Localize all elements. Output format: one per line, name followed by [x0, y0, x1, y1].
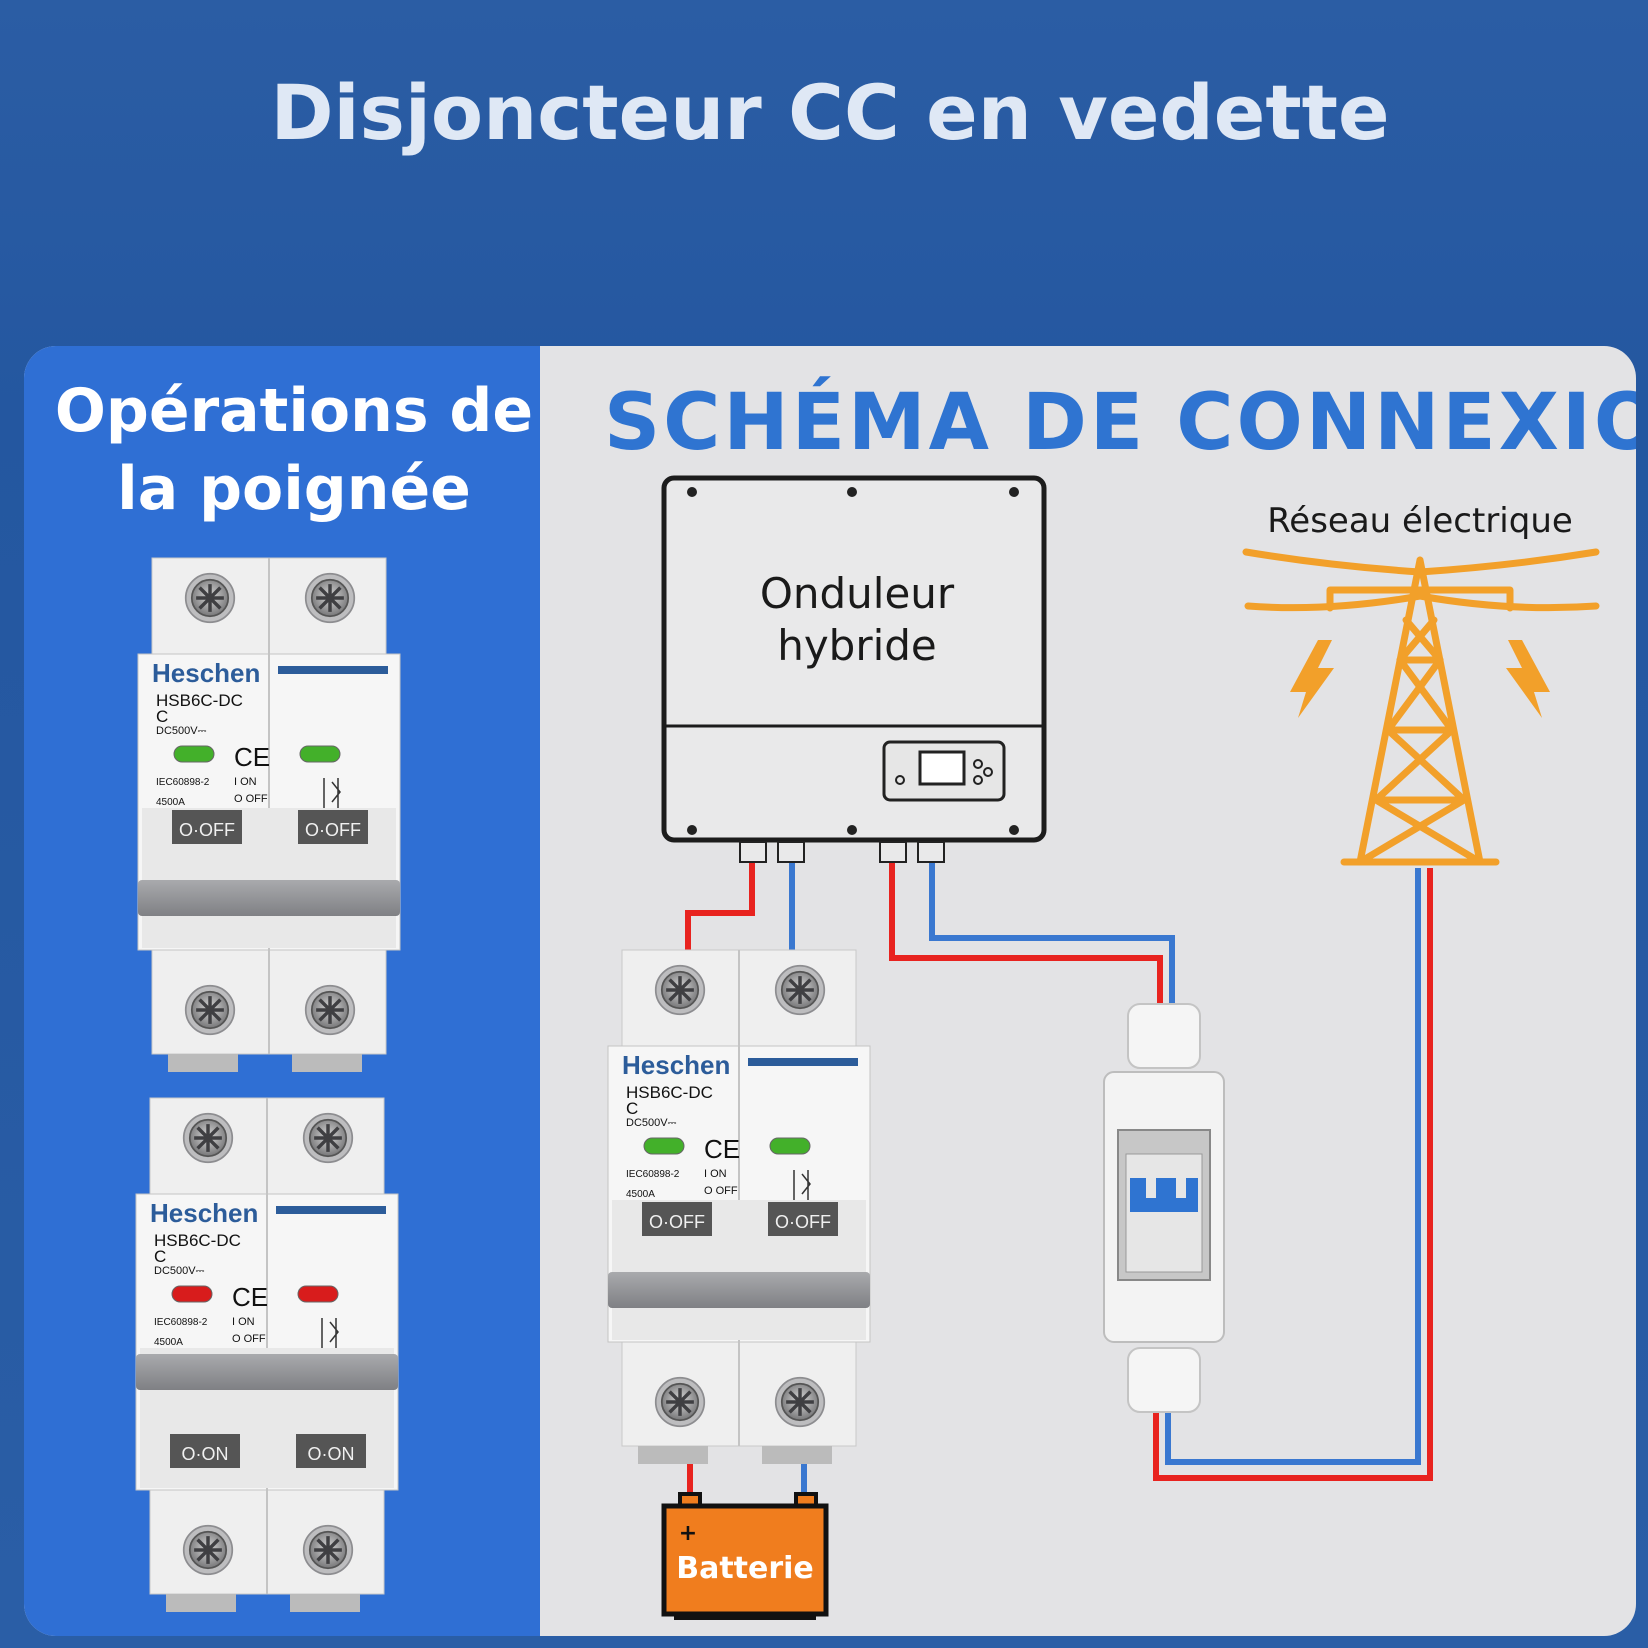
- battery-breaker-circuit-icon: [793, 1170, 811, 1202]
- grid-label: Réseau électrique: [1267, 501, 1573, 541]
- breaker-off-example-handle-right: [298, 810, 368, 844]
- battery-breaker-curve: C: [626, 1099, 638, 1118]
- terminal-screw-icon: [304, 984, 356, 1036]
- battery-breaker-positive-wire: [685, 860, 755, 958]
- breaker-on-example-capacity: 4500A: [154, 1337, 183, 1348]
- breaker-off-example-model: HSB6C-DC: [156, 691, 243, 710]
- breaker-on-example-stripe: [276, 1206, 386, 1214]
- battery-icon: [661, 1492, 829, 1620]
- lightning-icons: [1290, 640, 1550, 718]
- battery-breaker-standard: IEC60898-2: [626, 1169, 680, 1180]
- breaker-off-example-circuit-icon: [323, 778, 341, 810]
- battery-breaker-toggle-bar: [608, 1272, 870, 1308]
- breaker-off-example-brand: Heschen: [152, 658, 260, 688]
- battery-breaker-handle-right: [768, 1202, 838, 1236]
- breaker-on-example-circuit-icon: [321, 1318, 339, 1350]
- breaker-on-example-handle-label-right: O·ON: [308, 1444, 355, 1464]
- terminal-screw-icon: [654, 964, 706, 1016]
- inverter-cable-glands: [739, 841, 945, 863]
- terminal-screw-icon: [184, 984, 236, 1036]
- inverter-control-panel: [882, 740, 1006, 802]
- breaker-off-example-indicator-right: [299, 745, 341, 763]
- battery-breaker-handle-left: [642, 1202, 712, 1236]
- connection-diagram-title: SCHÉMA DE CONNEXION: [604, 378, 1636, 468]
- terminal-screw-icon: [774, 1376, 826, 1428]
- battery-breaker-handle-label-left: O·OFF: [649, 1212, 705, 1232]
- battery-breaker-indicator-left: [643, 1137, 685, 1155]
- breaker-on-example-handle-left: [170, 1434, 240, 1468]
- breaker-off-example-standard: IEC60898-2: [156, 777, 210, 788]
- breaker-on-example-indicator-right: [297, 1285, 339, 1303]
- breaker-off-example-voltage: DC500V⎓: [156, 725, 207, 737]
- power-tower-icon: [1242, 548, 1600, 866]
- breaker-off-example-indicator-left: [173, 745, 215, 763]
- wiring: [685, 860, 1433, 1500]
- breaker-on-example-curve: C: [154, 1247, 166, 1266]
- breaker-on-example-handle-right: [296, 1434, 366, 1468]
- terminal-screw-icon: [302, 1524, 354, 1576]
- breaker-off-example-handle-label-right: O·OFF: [305, 820, 361, 840]
- ac-breaker-positive-wire: [889, 860, 1163, 1010]
- breaker-off-example-stripe: [278, 666, 388, 674]
- terminal-screw-icon: [184, 572, 236, 624]
- battery-breaker-stripe: [748, 1058, 858, 1066]
- breaker-off-example-ce-mark: CE: [234, 742, 270, 772]
- breaker-off-example-on-legend: I ON: [234, 776, 257, 788]
- breaker-on-example-model: HSB6C-DC: [154, 1231, 241, 1250]
- terminal-screw-icon: [302, 1112, 354, 1164]
- handle-operations-title: Opérations de la poignée: [34, 372, 554, 528]
- terminal-screw-icon: [774, 964, 826, 1016]
- ac-breaker-negative-wire: [929, 860, 1175, 1010]
- battery-breaker-on-legend: I ON: [704, 1168, 727, 1180]
- terminal-screw-icon: [182, 1524, 234, 1576]
- battery-breaker-voltage: DC500V⎓: [626, 1117, 677, 1129]
- breaker-on-example-toggle-bar: [136, 1354, 398, 1390]
- breaker-on-example-standard: IEC60898-2: [154, 1317, 208, 1328]
- battery-plus-label: +: [679, 1521, 697, 1546]
- breaker-off-example-handle-label-left: O·OFF: [179, 820, 235, 840]
- handle-operations-title-line2: la poignée: [117, 454, 471, 524]
- breaker-off-example-toggle-bar: [138, 880, 400, 916]
- grid-positive-wire: [1153, 868, 1433, 1481]
- breaker-on-example-ce-mark: CE: [232, 1282, 268, 1312]
- handle-operations-title-line1: Opérations de: [54, 376, 534, 446]
- page-title: Disjoncteur CC en vedette: [270, 68, 1390, 157]
- battery-breaker-capacity: 4500A: [626, 1189, 655, 1200]
- breaker-off-example-capacity: 4500A: [156, 797, 185, 808]
- battery-breaker-ce-mark: CE: [704, 1134, 740, 1164]
- hybrid-inverter: [661, 475, 1047, 863]
- lightning-right-icon: [1506, 640, 1550, 718]
- breaker-on-example-on-legend: I ON: [232, 1316, 255, 1328]
- battery-breaker-handle-label-right: O·OFF: [775, 1212, 831, 1232]
- inverter-label-line2: hybride: [777, 621, 937, 670]
- breaker-on-example-indicator-left: [171, 1285, 213, 1303]
- terminal-screw-icon: [654, 1376, 706, 1428]
- breaker-on-example-voltage: DC500V⎓: [154, 1265, 205, 1277]
- terminal-screw-icon: [182, 1112, 234, 1164]
- breaker-on-example-off-legend: O OFF: [232, 1333, 266, 1345]
- battery-breaker-model: HSB6C-DC: [626, 1083, 713, 1102]
- terminal-screw-icon: [304, 572, 356, 624]
- breaker-on-example-handle-label-left: O·ON: [182, 1444, 229, 1464]
- grid-negative-wire: [1165, 868, 1421, 1465]
- breaker-on-example-brand: Heschen: [150, 1198, 258, 1228]
- ac-breaker-enclosure: [1103, 1003, 1225, 1413]
- breaker-off-example-off-legend: O OFF: [234, 793, 268, 805]
- inverter-label-line1: Onduleur: [760, 569, 955, 618]
- battery-breaker-off-legend: O OFF: [704, 1185, 738, 1197]
- breaker-off-example-curve: C: [156, 707, 168, 726]
- lightning-left-icon: [1290, 640, 1334, 718]
- battery-breaker-brand: Heschen: [622, 1050, 730, 1080]
- battery-breaker-indicator-right: [769, 1137, 811, 1155]
- battery-label: Batterie: [676, 1551, 814, 1586]
- breaker-off-example-handle-left: [172, 810, 242, 844]
